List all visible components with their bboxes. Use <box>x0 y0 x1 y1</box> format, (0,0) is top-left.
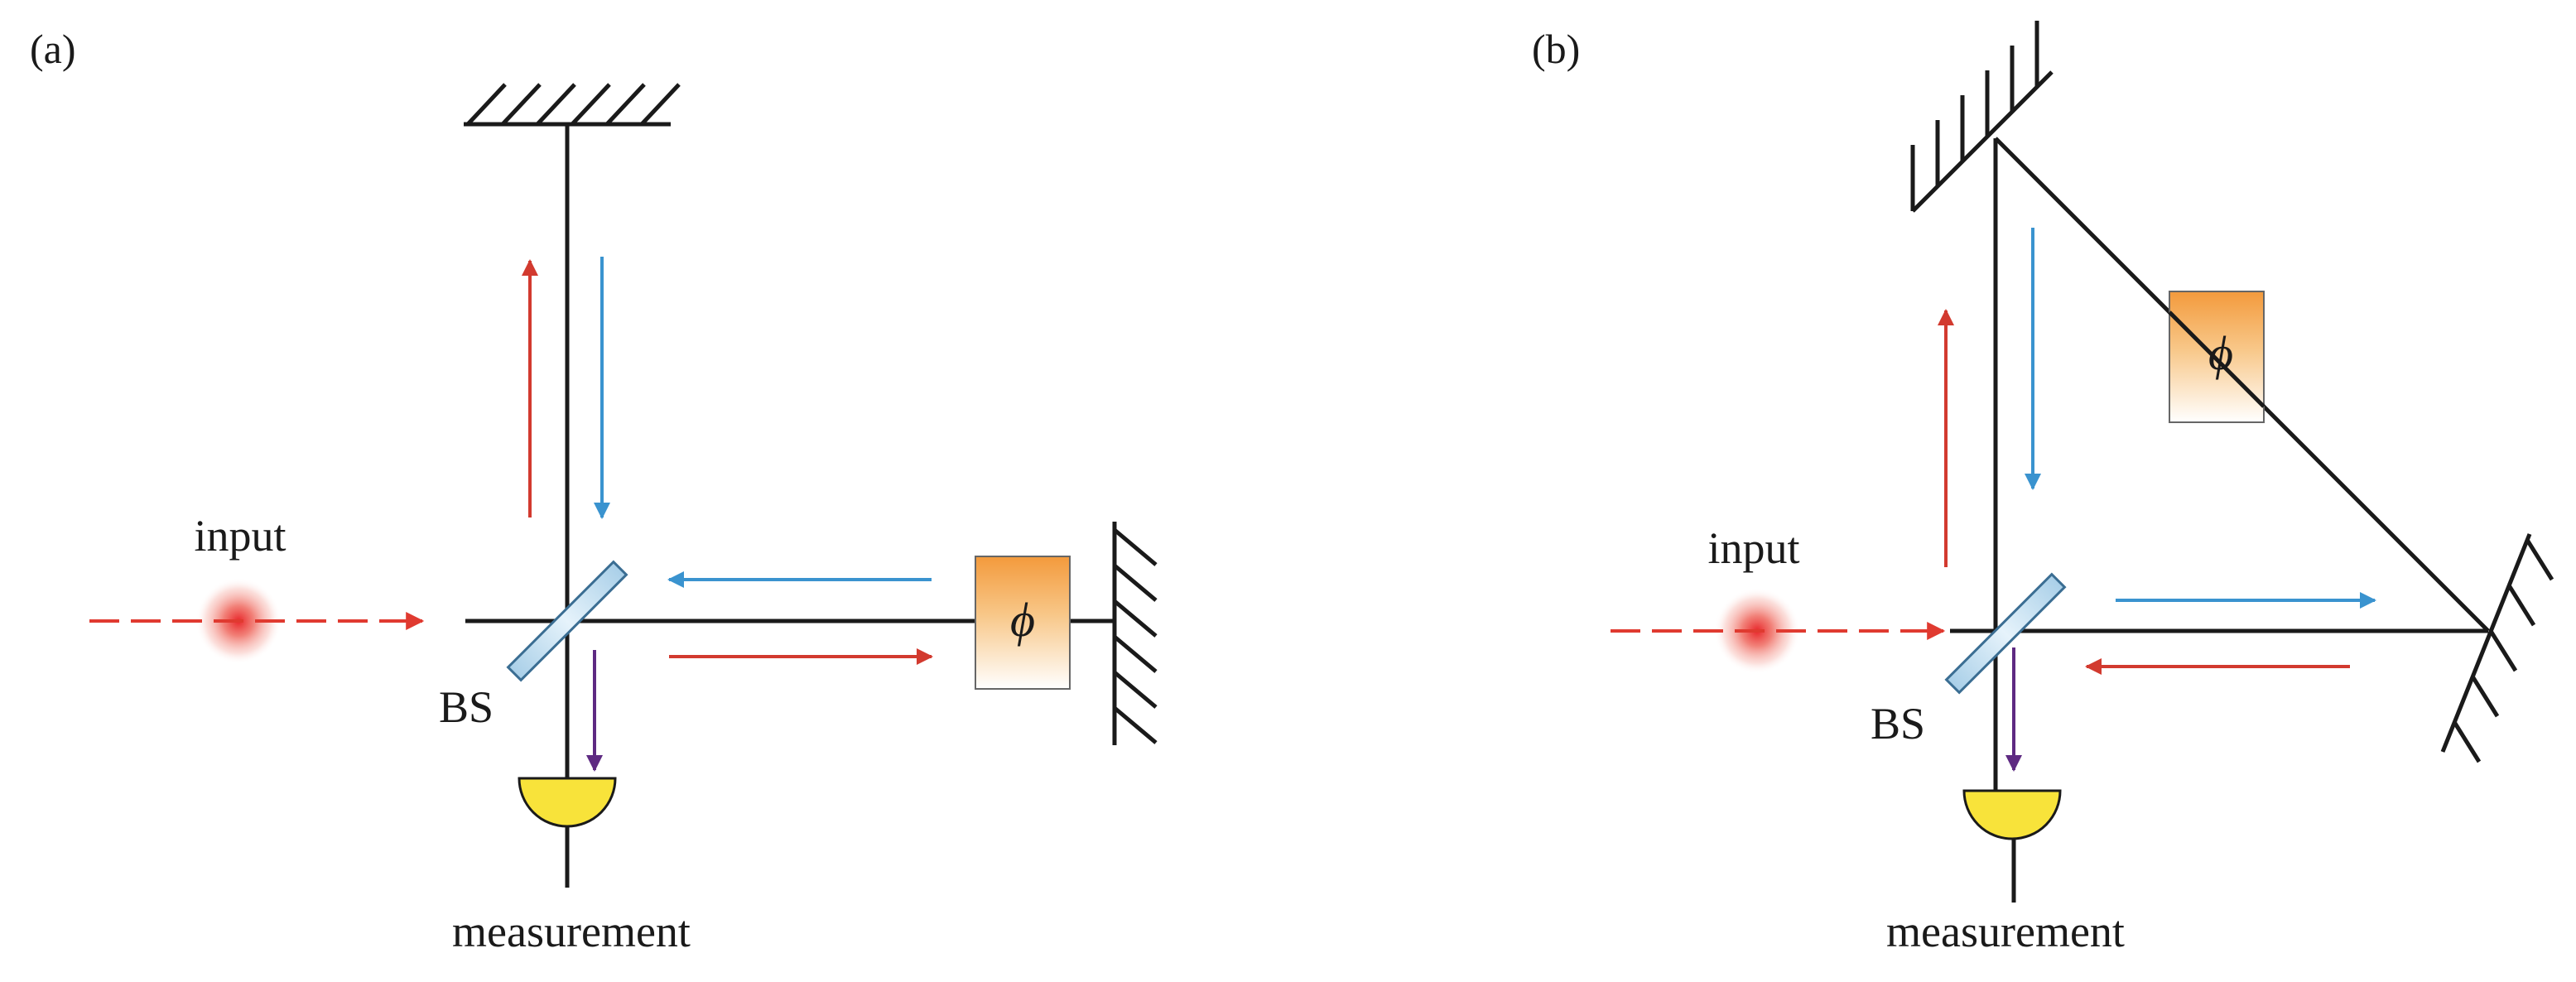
panel-b-beam-splitter-icon <box>1944 572 2067 695</box>
panel-b-right-mirror-icon <box>2440 533 2554 763</box>
panel-a-beam-splitter-icon <box>506 560 628 682</box>
panel-b-input-beam <box>1611 588 1946 674</box>
panel-b-bs-label: BS <box>1871 699 1925 749</box>
panel-a-tag: (a) <box>30 26 76 72</box>
panel-a-top-mirror-icon <box>464 83 681 127</box>
panel-a-input-beam <box>89 578 425 664</box>
panel-b-top-mirror-icon <box>1910 21 2054 213</box>
panel-a-bs-label: BS <box>439 682 494 732</box>
panel-b-beam-paths <box>1950 137 2490 903</box>
panel-a-right-mirror-icon <box>1112 522 1158 745</box>
panel-a-detector-icon <box>518 777 617 828</box>
panel-a-measurement-label: measurement <box>452 907 691 956</box>
panel-b-detector-icon <box>1962 789 2062 840</box>
panel-a-phase-symbol: ϕ <box>1010 593 1035 647</box>
panel-b-phase-shifter-icon: ϕ <box>2168 291 2265 423</box>
panel-a: (a) ϕ <box>30 26 1158 956</box>
panel-b-input-label: input <box>1707 523 1799 573</box>
panel-b-measurement-label: measurement <box>1886 907 2125 956</box>
panel-a-input-label: input <box>194 511 286 561</box>
panel-a-phase-shifter-icon: ϕ <box>975 556 1071 690</box>
panel-a-beam-paths <box>465 124 1115 888</box>
panel-b: (b) <box>1532 21 2554 956</box>
panel-b-tag: (b) <box>1532 26 1580 72</box>
panel-b-phase-symbol: ϕ <box>2208 326 2233 380</box>
